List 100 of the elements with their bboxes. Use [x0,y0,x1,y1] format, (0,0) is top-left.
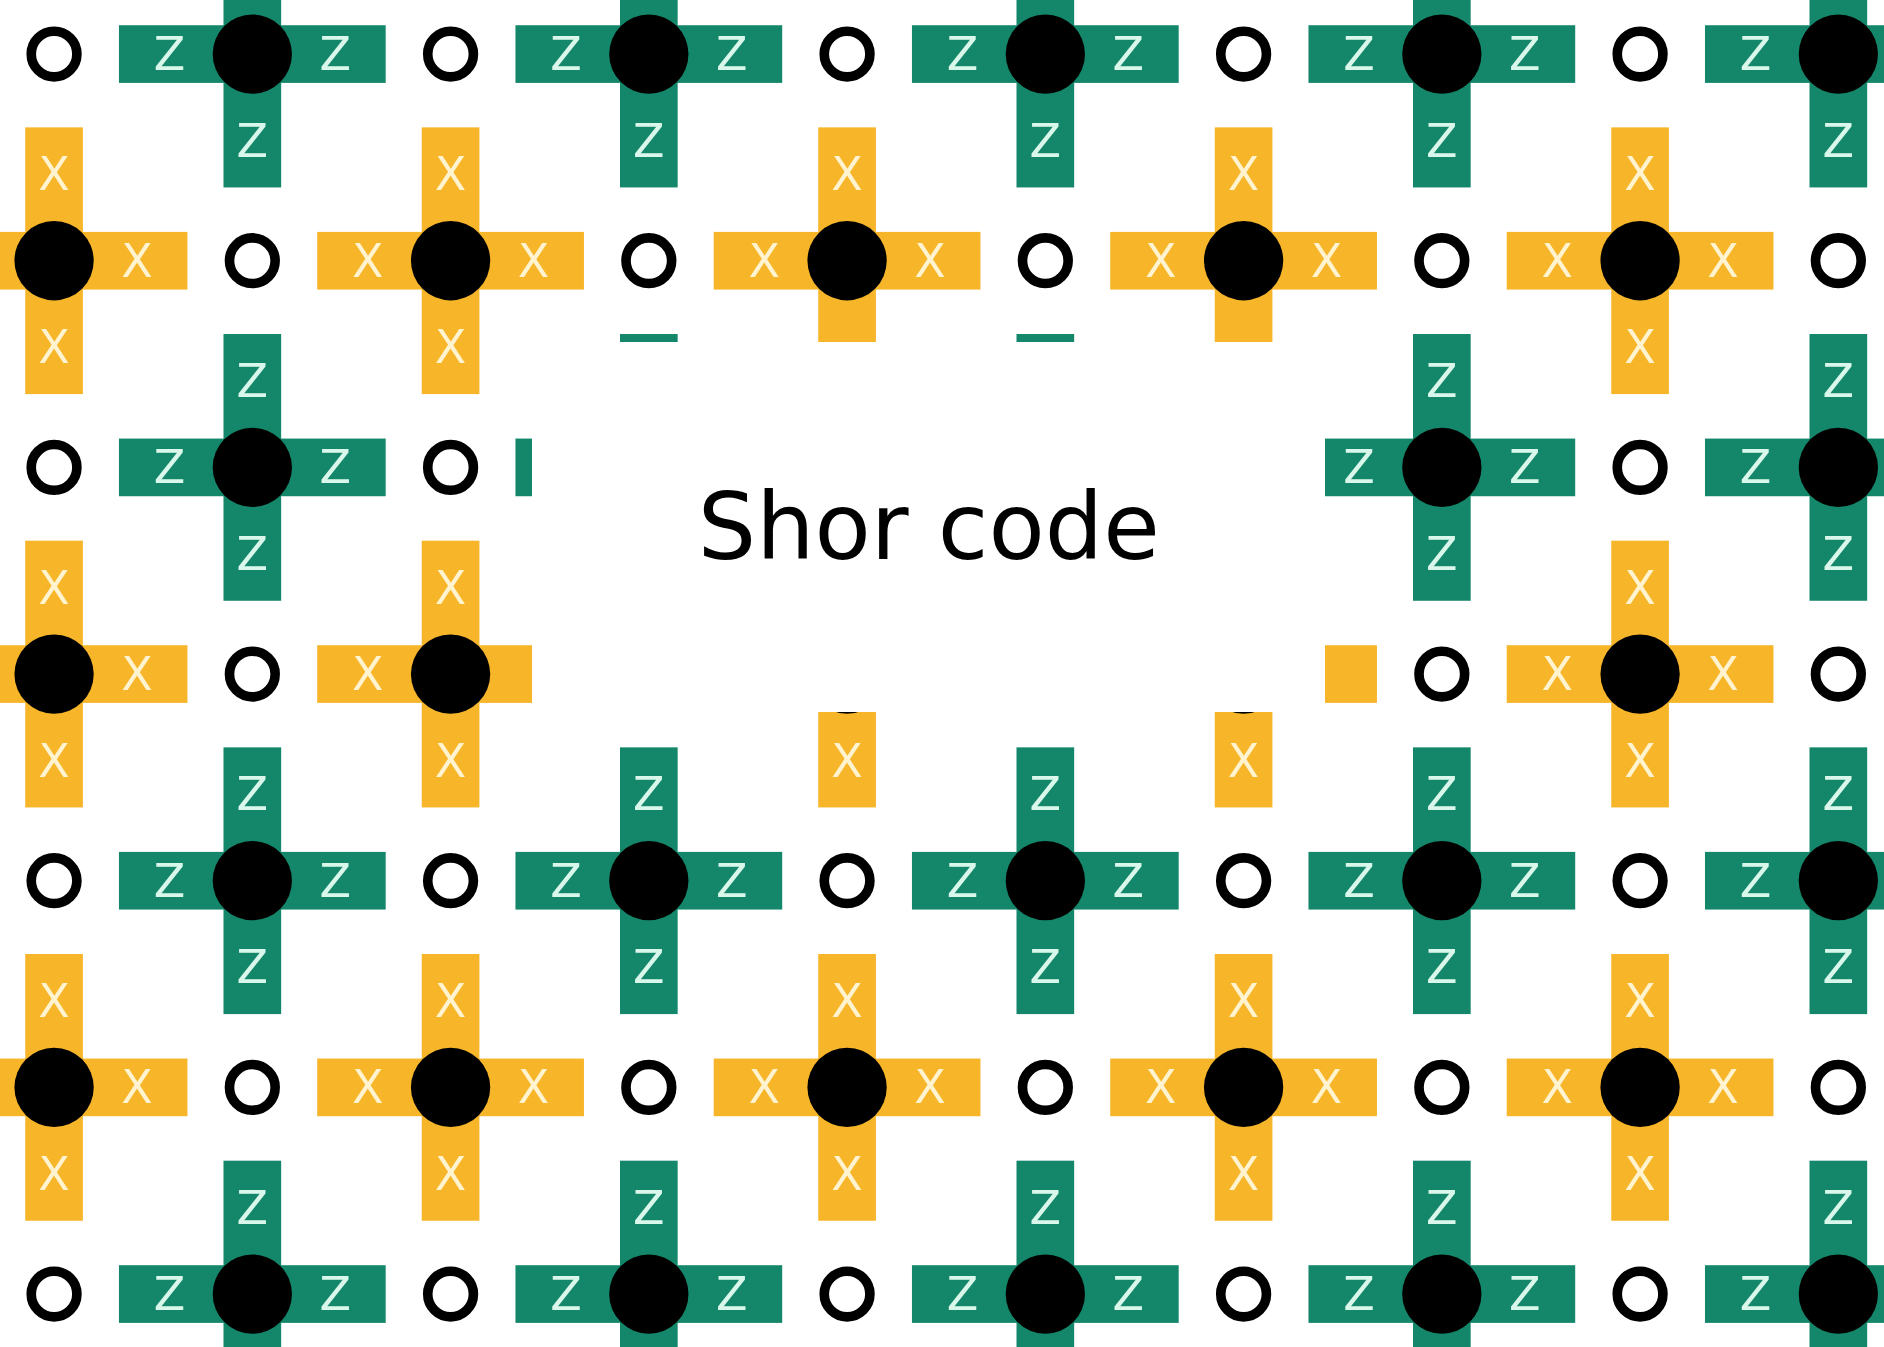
stabilizer-label: Z [1028,117,1063,164]
stabilizer-label: Z [632,117,666,164]
stabilizer-label: X [830,977,864,1024]
stabilizer-label: X [1540,1064,1574,1111]
stabilizer-label: X [433,564,468,611]
stabilizer-label: Z [1111,31,1145,78]
stabilizer-label: Z [1507,1271,1542,1318]
stabilizer-label: Z [1425,771,1459,818]
stabilizer-label: X [1623,737,1657,784]
stabilizer-label: X [913,237,947,284]
stabilizer-label: Z [1507,857,1542,904]
stabilizer-label: X [1226,977,1261,1024]
stabilizer-label: Z [1821,357,1856,404]
stabilizer-label: Z [1425,944,1459,991]
stabilizer-label: Z [1342,857,1376,904]
stabilizer-label: Z [1738,444,1773,491]
stabilizer-label: Z [1028,944,1063,991]
stabilizer-label: X [1226,737,1261,784]
stabilizer-label: Z [318,1271,352,1318]
stabilizer-label: Z [1507,444,1542,491]
stabilizer-label: X [516,237,551,284]
stabilizer-label: Z [318,857,352,904]
stabilizer-label: X [516,1064,551,1111]
stabilizer-label: Z [1028,1184,1063,1231]
title-label: Shor code [532,342,1326,713]
stabilizer-label: Z [1738,857,1773,904]
stabilizer-label: Z [1821,530,1856,577]
stabilizer-label: X [913,1064,947,1111]
stabilizer-label: X [1623,151,1657,198]
stabilizer-label: Z [152,444,187,491]
stabilizer-label: Z [1821,117,1856,164]
stabilizer-label: X [747,237,781,284]
stabilizer-label: X [1540,237,1574,284]
stabilizer-label: X [350,1064,385,1111]
stabilizer-label: X [37,151,71,198]
stabilizer-label: Z [1738,31,1773,78]
stabilizer-label: X [433,324,468,371]
stabilizer-label: Z [1342,31,1376,78]
stabilizer-label: Z [1425,357,1459,404]
stabilizer-label: X [1623,564,1657,611]
stabilizer-label: Z [714,1271,749,1318]
stabilizer-label: Z [549,857,583,904]
stabilizer-label: Z [945,857,980,904]
stabilizer-label: Z [1425,530,1459,577]
stabilizer-label: X [433,977,468,1024]
stabilizer-label: X [1706,1064,1740,1111]
stabilizer-label: X [37,737,71,784]
stabilizer-label: Z [714,857,749,904]
stabilizer-label: Z [235,944,270,991]
stabilizer-label: Z [235,117,270,164]
stabilizer-label: X [1226,1150,1261,1197]
stabilizer-label: Z [152,857,187,904]
stabilizer-label: Z [549,1271,583,1318]
stabilizer-label: Z [945,1271,980,1318]
stabilizer-label: X [433,737,468,784]
stabilizer-label: X [37,1150,71,1197]
stabilizer-label: X [37,324,71,371]
stabilizer-label: X [433,151,468,198]
stabilizer-label: Z [1507,31,1542,78]
stabilizer-label: X [1706,237,1740,284]
stabilizer-label: X [1623,977,1657,1024]
stabilizer-label: X [1226,151,1261,198]
stabilizer-label: Z [632,771,666,818]
stabilizer-label: Z [1821,1184,1856,1231]
stabilizer-label: Z [1738,1271,1773,1318]
stabilizer-label: X [1143,237,1178,284]
stabilizer-label: Z [1028,771,1063,818]
stabilizer-label: Z [235,1184,270,1231]
stabilizer-label: X [1309,1064,1344,1111]
stabilizer-label: Z [1111,1271,1145,1318]
stabilizer-label: Z [1342,444,1376,491]
stabilizer-label: X [830,1150,864,1197]
stabilizer-label: X [37,564,71,611]
stabilizer-label: X [1623,324,1657,371]
stabilizer-label: Z [714,31,749,78]
stabilizer-label: Z [318,444,352,491]
stabilizer-label: X [830,151,864,198]
stabilizer-label: Z [152,31,187,78]
stabilizer-label: Z [1425,117,1459,164]
stabilizer-label: X [120,1064,154,1111]
stabilizer-label: X [1540,651,1574,698]
stabilizer-label: X [120,651,154,698]
stabilizer-label: Z [152,1271,187,1318]
stabilizer-label: Z [1425,1184,1459,1231]
stabilizer-label: Z [632,1184,666,1231]
stabilizer-label: Z [1821,771,1856,818]
stabilizer-label: Z [1821,944,1856,991]
stabilizer-label: X [1143,1064,1178,1111]
stabilizer-label: X [350,237,385,284]
stabilizer-label: X [1706,651,1740,698]
stabilizer-label: Z [318,31,352,78]
stabilizer-label: X [830,737,864,784]
stabilizer-label: X [1309,237,1344,284]
stabilizer-label: Z [632,944,666,991]
stabilizer-label: X [1623,1150,1657,1197]
stabilizer-label: X [37,977,71,1024]
stabilizer-label: Z [235,530,270,577]
stabilizer-label: X [120,237,154,284]
stabilizer-label: Z [235,357,270,404]
stabilizer-label: X [433,1150,468,1197]
